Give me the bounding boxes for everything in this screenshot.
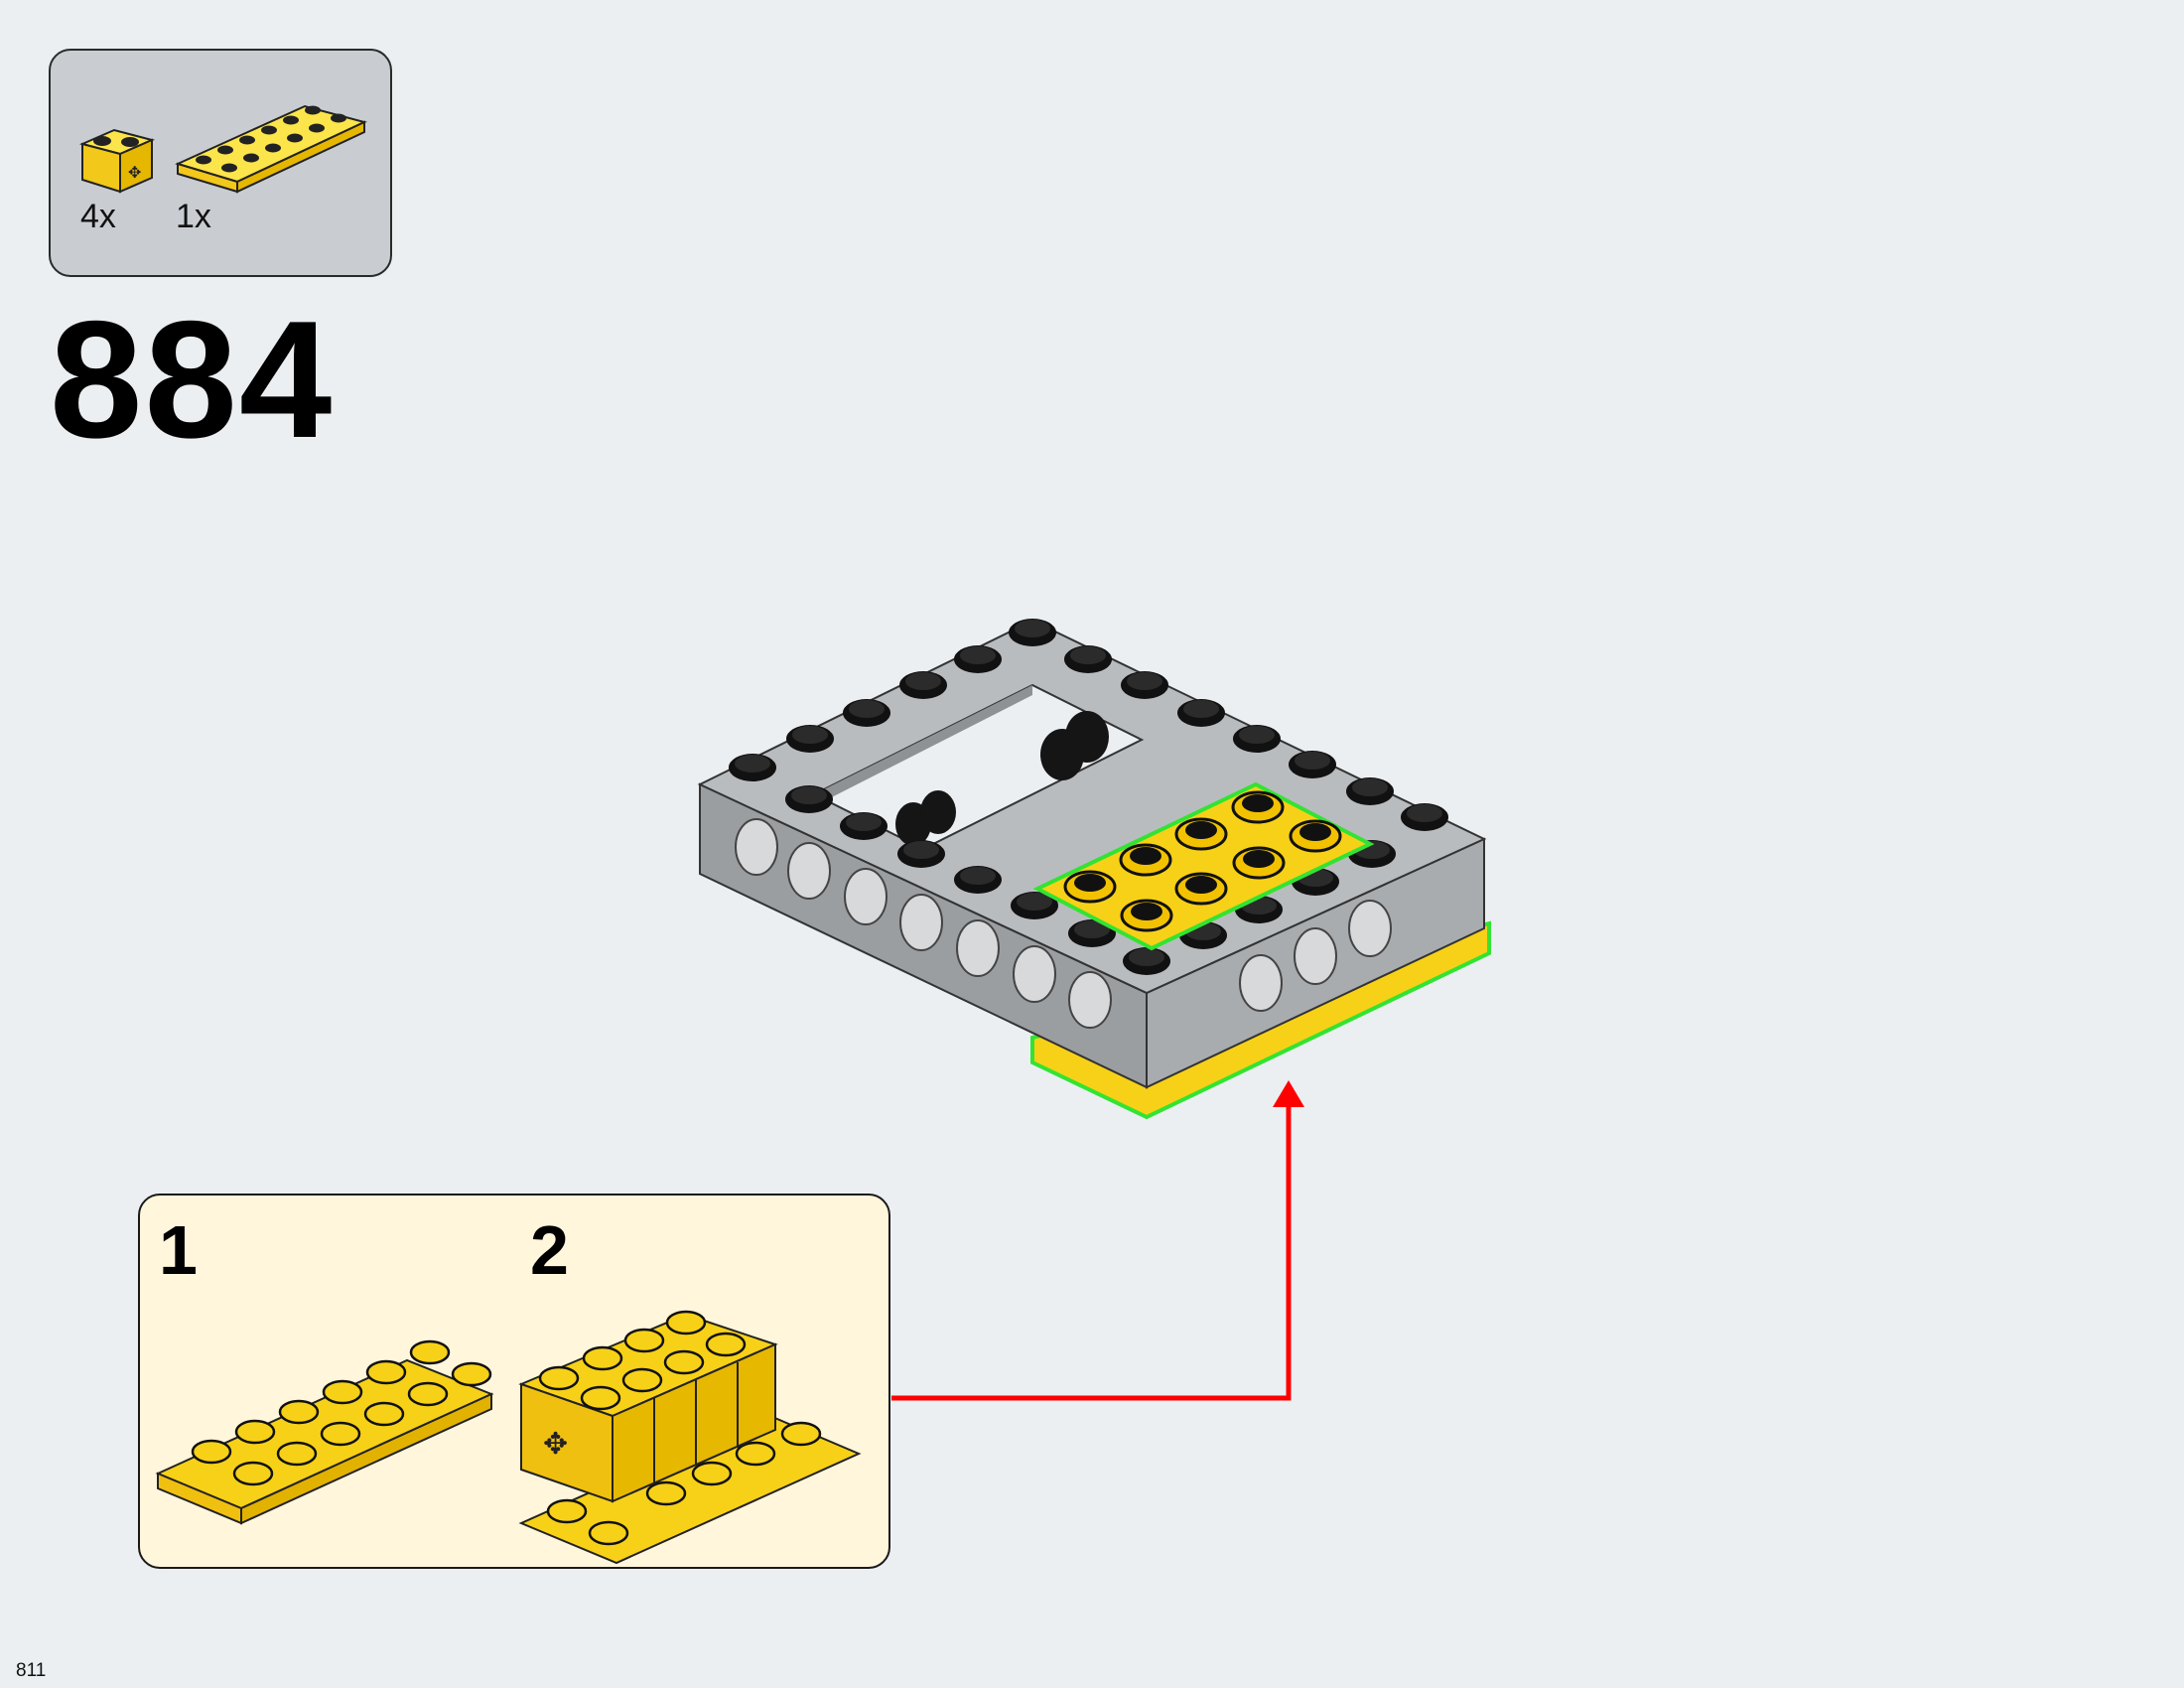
page-number: 811 <box>16 1660 47 1681</box>
substep-number: 1 <box>159 1211 198 1289</box>
parts-list-box: ✥ 4x 1x <box>49 49 392 277</box>
svg-text:✥: ✥ <box>128 163 141 182</box>
step-number: 884 <box>50 286 335 473</box>
sub-assembly-callout: 1 2 <box>138 1194 890 1569</box>
yellow-1x2-technic-brick-icon: ✥ <box>78 128 156 194</box>
substep-2-brick-plate-illustration: ✥ <box>518 1310 862 1565</box>
assembly-illustration <box>697 619 1491 1120</box>
substep-1-plate-illustration <box>155 1339 494 1525</box>
part-quantity: 4x <box>80 198 116 235</box>
svg-text:✥: ✥ <box>543 1427 568 1462</box>
part-quantity: 1x <box>176 198 211 235</box>
yellow-2x6-plate-icon <box>175 104 367 194</box>
substep-number: 2 <box>530 1211 569 1289</box>
assembly-arrow <box>891 1080 1304 1401</box>
